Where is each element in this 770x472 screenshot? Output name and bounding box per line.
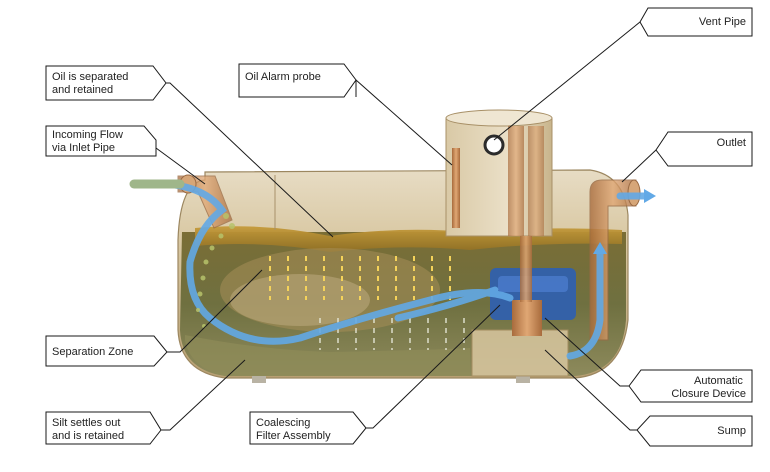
sediment-texture [230,274,370,326]
flow-arrowheads [593,189,656,254]
oil-separated-label: Oil is separated and retained [52,71,132,96]
closure-device [512,300,542,336]
outlet-label: Outlet [717,137,746,149]
incoming-flow-label: Incoming Flow via Inlet Pipe [52,129,126,154]
callout-outlet: Outlet [655,131,753,167]
coalescing-dashes [269,256,451,300]
oil-alarm-probe [452,148,460,228]
callout-silt: Silt settles out and is retained [45,411,162,445]
closure-stem [520,236,532,302]
vent-pipe-opening [483,134,505,156]
filter-assembly [490,236,576,336]
vent-pipe-label: Vent Pipe [699,16,746,28]
sump-label: Sump [717,425,746,437]
tower-tube-right [528,126,544,236]
tower-rim [445,109,553,127]
callout-oil-alarm: Oil Alarm probe [238,63,357,98]
callout-coalescing: Coalescing Filter Assembly [249,411,367,445]
leader-closure [544,317,629,387]
outlet-flow-arrow [566,248,604,360]
closure-label: Automatic Closure Device [671,375,746,400]
tower-tube-left [508,126,524,236]
leader-incoming-flow [155,147,206,185]
filter-highlight [498,276,568,292]
callout-closure: Automatic Closure Device [628,369,753,403]
leader-oil-alarm [355,78,453,166]
tank-foot-right [516,376,530,383]
flow-arrows [136,180,648,360]
callout-sump: Sump [636,415,753,447]
callout-incoming-flow: Incoming Flow via Inlet Pipe [45,125,157,157]
leader-sump [544,349,637,431]
sump-box [471,329,569,377]
silt-layer [185,335,470,376]
separation-zone-label: Separation Zone [52,346,133,358]
tank-foot-left [252,376,266,383]
outlet-arrowhead [644,189,656,203]
leader-separation-zone [167,269,263,353]
leader-silt [161,359,246,431]
riser-arrowhead [593,242,607,254]
callout-vent-pipe: Vent Pipe [639,7,753,37]
oil-alarm-probe-label: Oil Alarm probe [245,71,321,83]
silt-label: Silt settles out and is retained [52,417,124,442]
coalescing-label: Coalescing Filter Assembly [256,417,331,442]
leader-outlet [621,149,657,183]
filter-flow-arrow [394,286,499,322]
leader-coalescing [366,304,501,429]
callout-oil-separated: Oil is separated and retained [45,65,167,101]
incoming-flow-arrow [136,180,514,345]
inlet-debris [196,213,235,328]
access-tower [445,109,553,237]
callout-separation-zone: Separation Zone [45,335,168,367]
